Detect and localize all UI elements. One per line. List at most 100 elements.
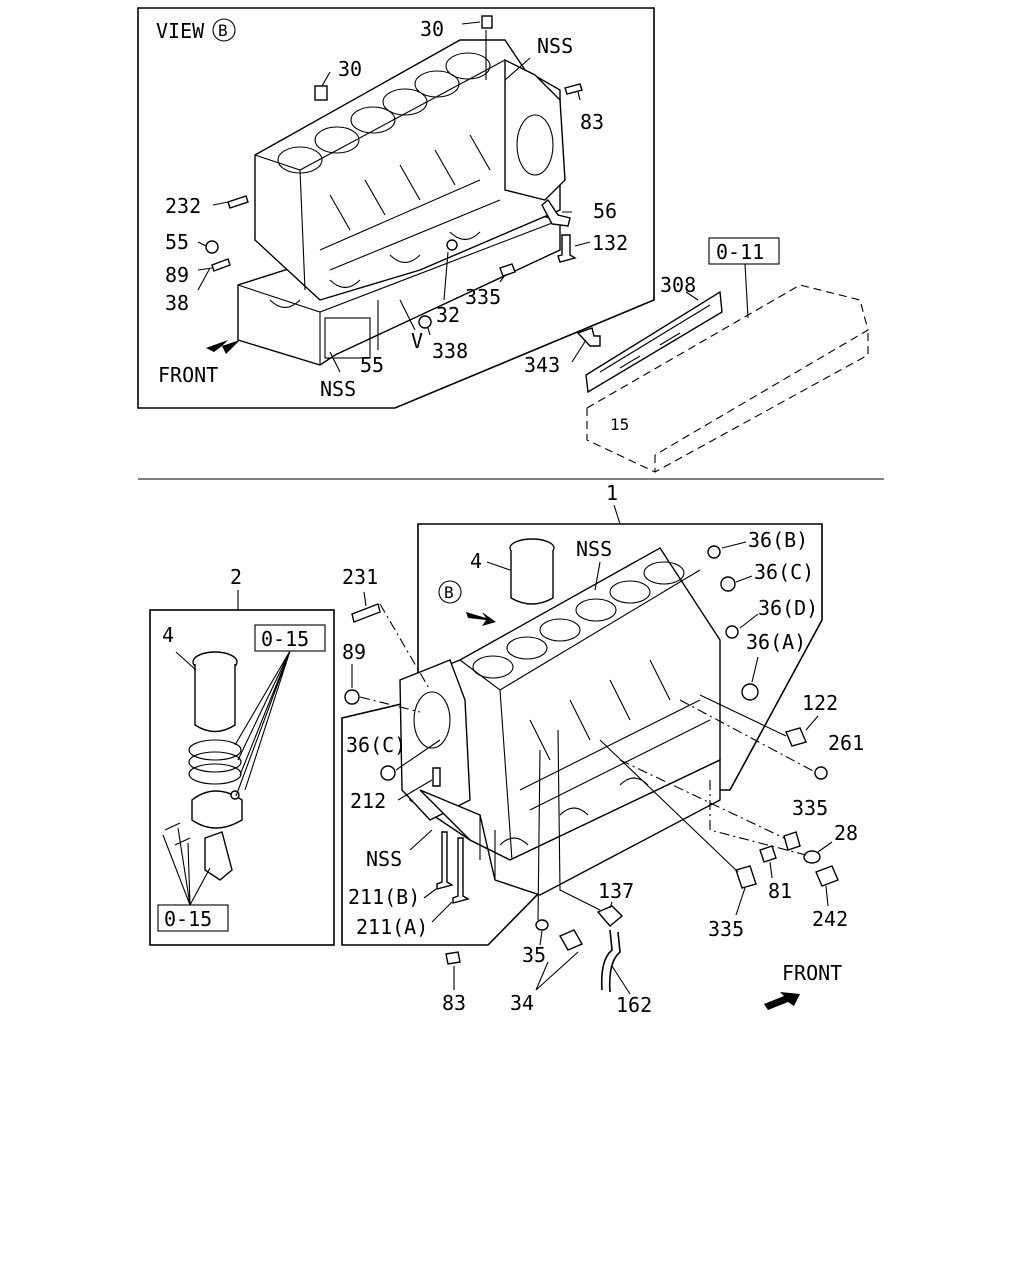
callout-162: 162 — [616, 993, 652, 1017]
stud-231 — [351, 603, 381, 623]
plug-335 — [499, 263, 516, 277]
fitting-34 — [559, 929, 583, 951]
callout-v: V — [411, 329, 423, 353]
ref-box-0-15-top-label: 0-15 — [261, 627, 309, 651]
callout-81: 81 — [768, 879, 792, 903]
view-b-indicator-circle — [438, 580, 462, 604]
callout-nss-left: NSS — [366, 847, 402, 871]
view-b-indicator-letter: B — [444, 583, 454, 602]
cover-28 — [803, 850, 821, 864]
bracket-56 — [541, 198, 571, 227]
kit-number: 2 — [230, 565, 242, 589]
fitting-137 — [596, 905, 624, 927]
callout-36d: 36(D) — [758, 596, 818, 620]
callout-55-lower: 55 — [360, 353, 384, 377]
callout-308: 308 — [660, 273, 696, 297]
plug-32 — [446, 239, 458, 251]
bottom-view-panel: 1 2 4 0-15 0-15 — [149, 481, 864, 1017]
callout-343: 343 — [524, 353, 560, 377]
plug-335-lower — [735, 865, 757, 889]
plug-36c — [720, 576, 736, 592]
view-letter: B — [218, 21, 228, 40]
callout-89: 89 — [165, 263, 189, 287]
callout-335-right: 335 — [792, 796, 828, 820]
bolt-242 — [815, 865, 839, 887]
callout-137: 137 — [598, 879, 634, 903]
gasket-308 — [585, 290, 723, 394]
callout-56: 56 — [593, 199, 617, 223]
plug-338 — [418, 315, 432, 329]
pin-38 — [211, 258, 231, 272]
plug-30-top — [481, 15, 493, 29]
callout-4-kit: 4 — [162, 623, 174, 647]
oring-35 — [535, 919, 549, 931]
callout-30-top: 30 — [420, 17, 444, 41]
plug-89 — [344, 689, 360, 705]
callout-232: 232 — [165, 194, 201, 218]
bolt-343 — [576, 327, 601, 347]
pin-83 — [564, 83, 583, 95]
engine-block-main — [399, 547, 721, 896]
callout-36b: 36(B) — [748, 528, 808, 552]
cylinder-liner — [509, 538, 555, 605]
callout-83-bottom: 83 — [442, 991, 466, 1015]
stud-232 — [227, 195, 249, 209]
plug-335-right — [783, 831, 801, 851]
bolt-132 — [557, 234, 577, 263]
front-arrow-bottom — [764, 992, 800, 1010]
view-letter-circle — [212, 18, 236, 42]
washer-261 — [814, 766, 828, 780]
callout-261: 261 — [828, 731, 864, 755]
front-label-top: FRONT — [158, 363, 218, 387]
ref-box-0-11 — [708, 237, 780, 265]
view-b-frame — [137, 7, 655, 409]
bolt-211a — [452, 837, 470, 904]
engine-block-top — [237, 39, 566, 366]
callout-35: 35 — [522, 943, 546, 967]
callout-211a: 211(A) — [356, 915, 428, 939]
pin-83-bottom — [445, 951, 461, 965]
callout-28: 28 — [834, 821, 858, 845]
kit-parts — [164, 651, 243, 881]
callout-242: 242 — [812, 907, 848, 931]
callout-212: 212 — [350, 789, 386, 813]
callout-nss-top-block: NSS — [576, 537, 612, 561]
callout-4: 4 — [470, 549, 482, 573]
callout-338: 338 — [432, 339, 468, 363]
dowel-212 — [432, 767, 441, 787]
callout-34: 34 — [510, 991, 534, 1015]
callout-83: 83 — [580, 110, 604, 134]
plug-30 — [314, 85, 328, 101]
front-arrow-top — [206, 340, 240, 354]
cylinder-head-outline: 15 — [586, 284, 869, 473]
callout-89-bottom: 89 — [342, 640, 366, 664]
callout-30: 30 — [338, 57, 362, 81]
callout-36c-left: 36(C) — [346, 733, 406, 757]
bolt-211b — [436, 831, 454, 890]
assembly-number: 1 — [606, 481, 618, 505]
plug-81 — [759, 845, 777, 863]
callout-231: 231 — [342, 565, 378, 589]
callout-36c: 36(C) — [754, 560, 814, 584]
plug-36a — [741, 683, 759, 701]
callout-211b: 211(B) — [348, 885, 420, 909]
callout-132: 132 — [592, 231, 628, 255]
ref-box-0-15-bottom — [157, 904, 229, 932]
callout-122: 122 — [802, 691, 838, 715]
plug-36b — [707, 545, 721, 559]
callout-335-top: 335 — [465, 285, 501, 309]
plug-55 — [205, 240, 219, 254]
callout-nss-bottom: NSS — [320, 377, 356, 401]
ref-box-0-11-label: 0-11 — [716, 240, 764, 264]
callout-32: 32 — [436, 303, 460, 327]
hose-162 — [600, 929, 613, 991]
top-view-panel: VIEW B — [137, 7, 869, 473]
bolt-122 — [785, 727, 807, 747]
kit-2-frame — [149, 609, 335, 946]
view-b-arrow — [466, 612, 496, 626]
plug-36c-left — [380, 765, 396, 781]
callout-36a: 36(A) — [746, 630, 806, 654]
callout-38: 38 — [165, 291, 189, 315]
ref-box-0-15-bottom-label: 0-15 — [164, 907, 212, 931]
